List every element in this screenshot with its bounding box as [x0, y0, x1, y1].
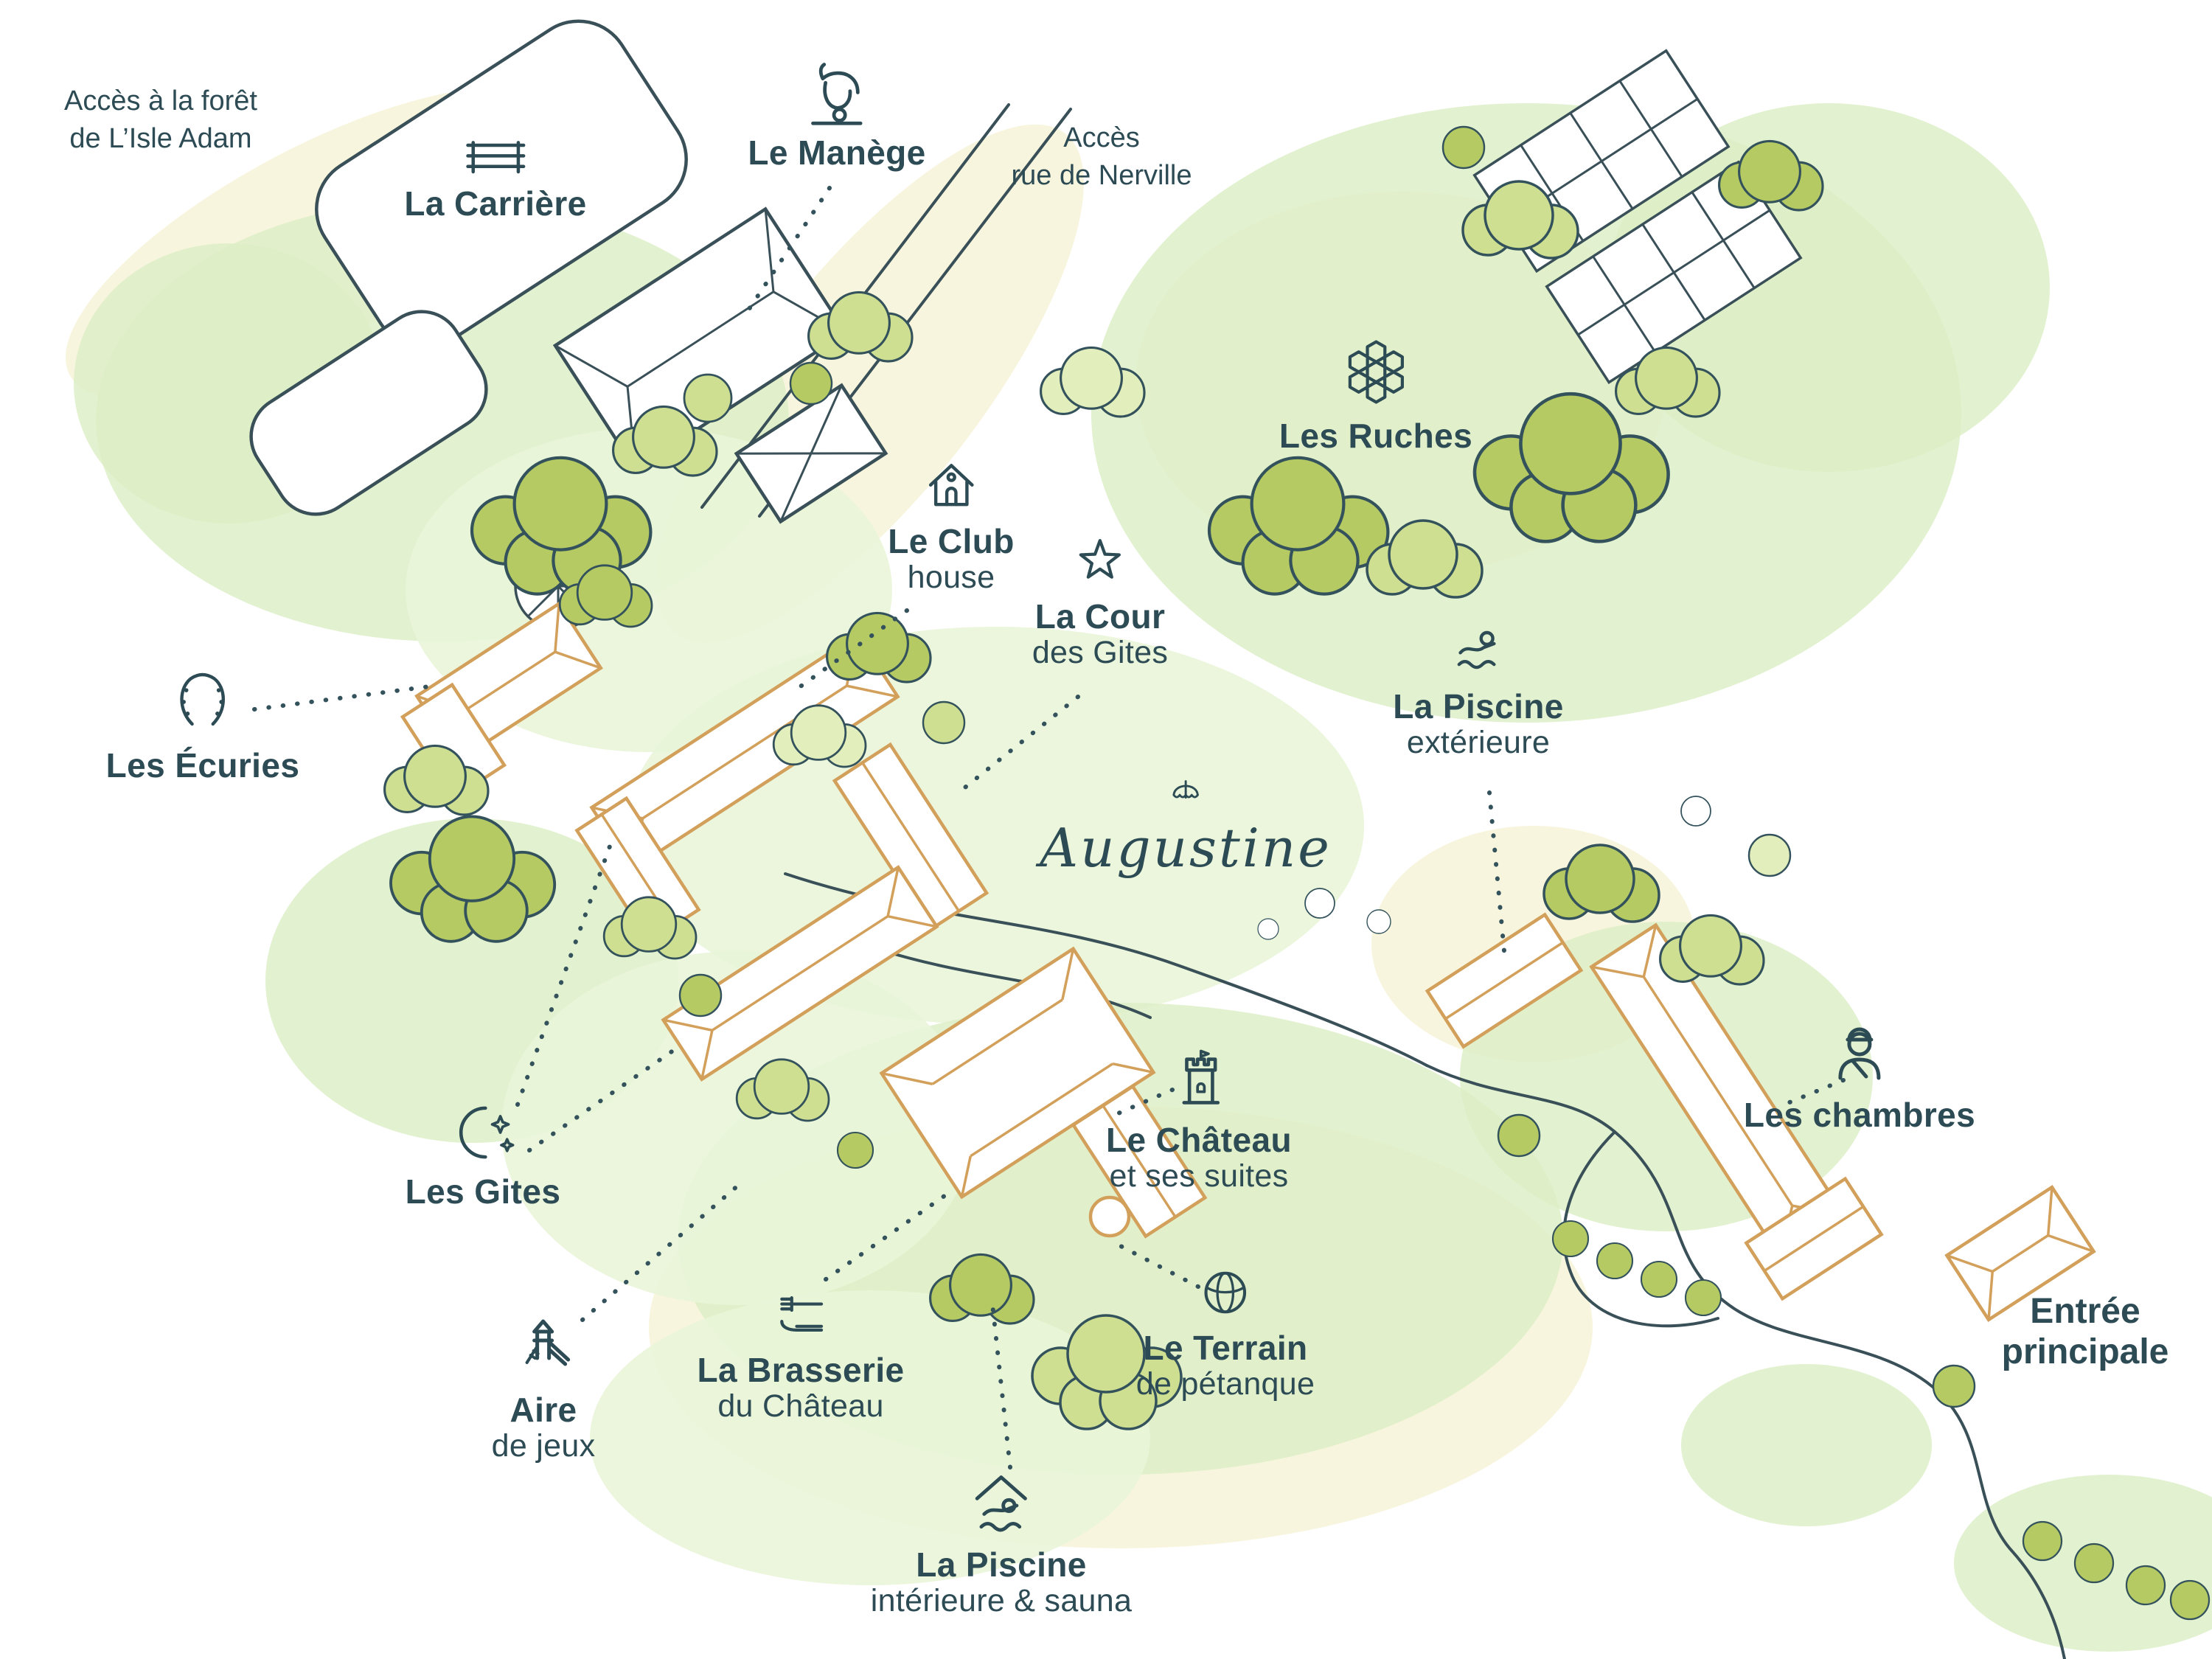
clubhouse-icon [919, 451, 984, 516]
parasol-icon [1162, 773, 1209, 815]
le-manege-title: Le Manège [748, 133, 926, 172]
riding-arena-small [249, 310, 488, 516]
label-les-ruches: Les Ruches [1279, 333, 1472, 455]
la-cour-subtitle: des Gites [1032, 634, 1169, 670]
brand-name: Augustine [1040, 817, 1332, 879]
label-entree-principale: Entrée principale [2002, 1292, 2169, 1372]
le-terrain-title: Le Terrain [1143, 1329, 1308, 1367]
manege-annex [734, 383, 888, 524]
star-icon [1069, 529, 1131, 591]
moon-icon [449, 1099, 517, 1166]
la-carriere-title: La Carrière [404, 184, 587, 223]
acces-foret-line2: de L’Isle Adam [69, 122, 252, 154]
label-les-ecuries: Les Écuries [106, 669, 300, 785]
chateau-main [879, 946, 1156, 1200]
petanque-ball-icon [1195, 1262, 1256, 1323]
la-piscine-int-title: La Piscine [916, 1545, 1087, 1584]
la-piscine-ext-title: La Piscine [1393, 687, 1564, 726]
label-la-cour: La Cour des Gites [1032, 529, 1168, 669]
label-la-brasserie: La Brasserie du Château [698, 1283, 905, 1423]
le-chateau-title: Le Château [1106, 1121, 1292, 1159]
entrance-barn [1944, 1184, 2096, 1323]
la-brasserie-subtitle: du Château [717, 1388, 884, 1424]
castle-tower-icon [1165, 1047, 1233, 1115]
honeycomb-icon [1338, 333, 1415, 411]
label-acces-nerville: Accès rue de Nerville [1012, 119, 1192, 195]
acces-foret-line1: Accès à la forêt [64, 86, 257, 116]
indoor-pool-icon [966, 1469, 1037, 1540]
label-le-chateau: Le Château et ses suites [1106, 1047, 1292, 1193]
swimmer-icon [1446, 616, 1511, 681]
les-ruches-title: Les Ruches [1279, 417, 1473, 455]
le-club-subtitle: house [907, 559, 995, 595]
le-terrain-subtitle: de pétanque [1135, 1366, 1315, 1402]
acces-nerville-line2: rue de Nerville [1011, 159, 1192, 191]
fence-icon [462, 125, 529, 178]
la-brasserie-title: La Brasserie [697, 1351, 905, 1389]
label-les-chambres: Les chambres [1744, 1016, 1975, 1134]
aire-de-jeux-subtitle: de jeux [491, 1427, 596, 1464]
label-les-gites: Les Gites [406, 1099, 561, 1211]
label-la-carriere: La Carrière [404, 125, 586, 223]
brand-augustine: Augustine [1040, 773, 1332, 879]
gites-south-building [661, 865, 939, 1082]
cutlery-icon [770, 1283, 832, 1345]
la-piscine-ext-subtitle: extérieure [1406, 724, 1551, 760]
acces-nerville-line1: Accès [1063, 122, 1140, 153]
label-le-manege: Le Manège [748, 58, 925, 172]
chateau-wing [1071, 1084, 1208, 1239]
la-piscine-int-subtitle: intérieure & sauna [870, 1582, 1133, 1618]
les-gites-title: Les Gites [405, 1172, 561, 1211]
le-chateau-subtitle: et ses suites [1109, 1158, 1289, 1194]
label-aire-de-jeux: Aire de jeux [492, 1311, 596, 1463]
gites-east-building [832, 742, 990, 932]
label-le-club: Le Club house [888, 451, 1014, 594]
label-la-piscine-exterieure: La Piscine extérieure [1393, 616, 1564, 759]
les-ecuries-title: Les Écuries [105, 746, 300, 785]
horseshoe-icon [170, 669, 235, 734]
connector-lines [252, 186, 1846, 1470]
chateau-tower [1088, 1195, 1131, 1238]
la-cour-title: La Cour [1034, 597, 1166, 636]
label-acces-foret: Accès à la forêt de L’Isle Adam [64, 83, 257, 158]
aire-de-jeux-title: Aire [509, 1391, 577, 1429]
le-club-title: Le Club [888, 522, 1015, 560]
saddle-icon [801, 58, 872, 128]
entree-line1: Entrée [2030, 1292, 2140, 1331]
riding-arena-large [315, 19, 688, 349]
les-chambres-title: Les chambres [1743, 1096, 1976, 1134]
chambres-annex [1744, 1176, 1884, 1301]
playground-icon [507, 1311, 580, 1385]
pool-annex-building [1425, 912, 1584, 1049]
concierge-icon [1823, 1016, 1896, 1090]
label-la-piscine-interieure: La Piscine intérieure & sauna [871, 1469, 1132, 1618]
entree-line2: principale [2001, 1332, 2169, 1371]
label-le-terrain: Le Terrain de pétanque [1136, 1262, 1315, 1401]
